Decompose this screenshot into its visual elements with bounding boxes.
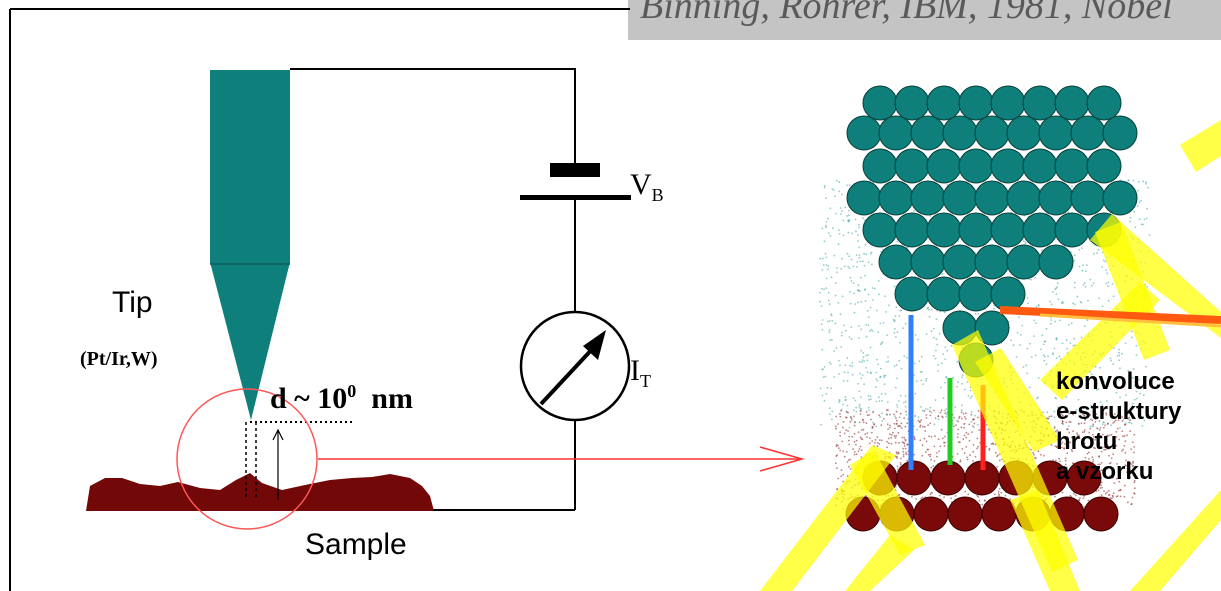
tip-atom — [926, 212, 962, 248]
tip-atom — [894, 212, 930, 248]
tip-atom — [910, 180, 946, 216]
ammeter-symbol — [519, 310, 631, 422]
tip-atom — [1022, 85, 1058, 121]
tip-atom — [1038, 244, 1074, 280]
tip-atom — [1102, 180, 1138, 216]
tip-atom — [862, 85, 898, 121]
tip-atom — [958, 212, 994, 248]
tip-atom — [1086, 148, 1122, 184]
tip-atom — [1006, 115, 1042, 151]
tip-atom — [990, 85, 1026, 121]
caption-line-3: hrotu — [1056, 428, 1118, 455]
orange-pointer-line — [999, 306, 1221, 324]
tip-atom — [894, 85, 930, 121]
tip-atom — [862, 148, 898, 184]
tip-atom — [926, 148, 962, 184]
yellow-highlight-strokes — [760, 120, 1221, 591]
tip-atom — [1038, 115, 1074, 151]
tip-label: Tip — [112, 286, 153, 319]
current-subscript: T — [640, 371, 651, 391]
credit-text: Binning, Rohrer, IBM, 1981, Nobel — [640, 0, 1173, 27]
sample-atom — [930, 460, 966, 496]
orange-pointer-line-light — [1039, 313, 1221, 328]
voltage-symbol: V — [630, 168, 652, 201]
tip-atom — [942, 244, 978, 280]
tip-atom — [1086, 85, 1122, 121]
tip-atom — [974, 115, 1010, 151]
caption-line-1: konvoluce — [1056, 368, 1175, 395]
stm-tip — [210, 70, 290, 420]
gap-markers — [245, 421, 352, 500]
tip-atom — [1054, 148, 1090, 184]
tip-atom — [878, 244, 914, 280]
sample-atom — [1083, 496, 1119, 532]
tip-atom — [1038, 180, 1074, 216]
tip-atom — [878, 180, 914, 216]
tip-atom — [974, 244, 1010, 280]
current-label: IT — [630, 354, 651, 392]
zoom-connector-arrow — [318, 446, 805, 472]
battery-symbol — [520, 163, 631, 200]
distance-prefix: d ~ 10 — [270, 382, 348, 415]
sample-atom — [1066, 460, 1102, 496]
sample-label: Sample — [305, 528, 407, 561]
sample-atom — [896, 460, 932, 496]
tip-atom — [958, 276, 994, 312]
tip-atom — [1054, 85, 1090, 121]
voltage-subscript: B — [651, 185, 664, 205]
tip-atom — [990, 276, 1026, 312]
tip-atom — [894, 148, 930, 184]
tip-atom — [1070, 180, 1106, 216]
tip-material-label: (Pt/Ir,W) — [80, 348, 158, 370]
circuit-wires — [290, 68, 576, 511]
distance-exponent: 0 — [347, 381, 357, 401]
tip-atom — [878, 115, 914, 151]
tip-atom — [846, 115, 882, 151]
tip-atom — [1006, 244, 1042, 280]
tip-atom — [926, 276, 962, 312]
tip-atom — [974, 180, 1010, 216]
tip-atom — [958, 85, 994, 121]
tip-atom — [910, 244, 946, 280]
zoom-circle — [176, 388, 318, 530]
caption-line-4: a vzorku — [1056, 458, 1154, 485]
sample-atom — [913, 496, 949, 532]
tip-atom — [894, 276, 930, 312]
tip-atom — [1070, 115, 1106, 151]
tip-atom — [1006, 180, 1042, 216]
tip-atom — [958, 148, 994, 184]
tip-atom — [1102, 115, 1138, 151]
tip-atom — [942, 115, 978, 151]
caption-line-2: e-struktury — [1056, 398, 1182, 425]
tip-atom — [910, 115, 946, 151]
sample-atom — [947, 496, 983, 532]
tip-atom — [990, 212, 1026, 248]
tip-atom — [926, 85, 962, 121]
tip-atom — [1054, 212, 1090, 248]
sample-surface — [86, 473, 434, 511]
tip-atom — [862, 212, 898, 248]
credit-banner: Binning, Rohrer, IBM, 1981, Nobel — [628, 0, 1221, 40]
tip-atoms — [846, 85, 1138, 378]
tip-atom — [942, 180, 978, 216]
distance-unit: nm — [371, 382, 413, 415]
distance-label: d ~ 100 nm — [270, 381, 413, 416]
tip-atom — [1022, 148, 1058, 184]
tip-atom — [974, 310, 1010, 346]
tip-atom — [846, 180, 882, 216]
atomic-view — [760, 85, 1221, 591]
tip-atom — [1022, 212, 1058, 248]
sample-atom — [981, 496, 1017, 532]
tip-atom — [990, 148, 1026, 184]
current-symbol: I — [630, 354, 640, 387]
voltage-label: VB — [630, 168, 664, 206]
